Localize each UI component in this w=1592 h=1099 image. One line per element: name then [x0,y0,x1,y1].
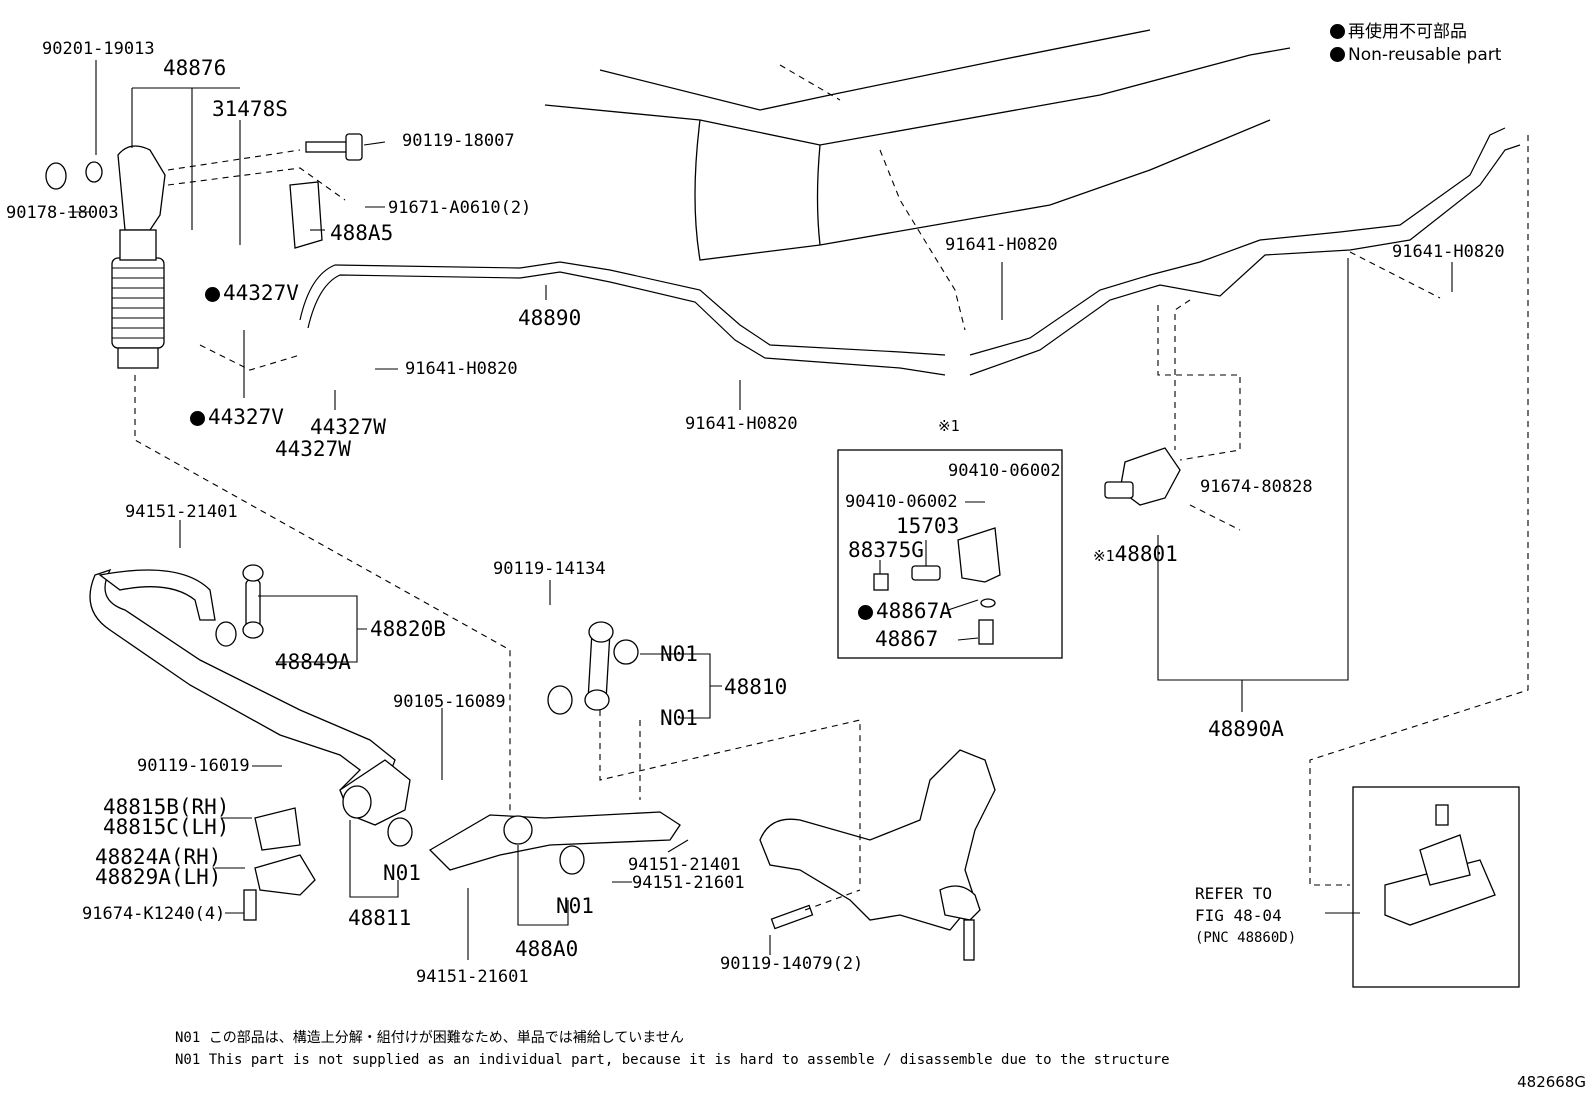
label-91641-H0820-b[interactable]: 91641-H0820 [685,414,798,434]
label-91674-K1240[interactable]: 91674-K1240(4) [82,904,226,924]
label-n01-b[interactable]: N01 [660,706,698,730]
non-reusable-icon [190,411,205,426]
refer-note: REFER TO FIG 48-04 (PNC 48860D) [1195,883,1296,949]
hydraulic-pipe-48890A [969,127,1521,376]
label-44327V-top[interactable]: 44327V [205,282,299,304]
label-91671-A0610[interactable]: 91671-A0610(2) [388,198,532,218]
bullet-icon [1330,47,1345,62]
label-text: 48801 [1114,542,1178,566]
label-48810[interactable]: 48810 [724,675,788,699]
label-48824A[interactable]: 48824A(RH) [95,845,222,869]
label-48867A[interactable]: 48867A [858,600,952,622]
label-text: 44327V [208,405,284,429]
non-reusable-icon [858,605,873,620]
label-48890[interactable]: 48890 [518,306,582,330]
label-15703[interactable]: 15703 [896,514,960,538]
valve-48801 [1104,447,1181,506]
label-90410-06002-b[interactable]: 90410-06002 [845,492,958,512]
footnote-jp: N01 この部品は、構造上分解・組付けが困難なため、単品では補給していません [175,1030,684,1046]
note-mark: ※1 [1093,547,1115,565]
label-n01-a[interactable]: N01 [660,642,698,666]
label-94151-21401-b[interactable]: 94151-21401 [628,855,741,875]
label-94151-21601-a[interactable]: 94151-21601 [632,873,745,893]
label-44327V-bottom[interactable]: 44327V [190,406,284,428]
label-48890A[interactable]: 48890A [1208,717,1284,741]
legend: 再使用不可部品 Non-reusable part [1330,22,1501,65]
valve-detail-box [837,449,1063,659]
label-48820B[interactable]: 48820B [370,617,446,641]
label-90119-14134[interactable]: 90119-14134 [493,559,606,579]
arm-488A0 [342,785,681,926]
label-48815B[interactable]: 48815B(RH) [103,795,230,819]
label-48811[interactable]: 48811 [348,906,412,930]
label-48829A[interactable]: 48829A(LH) [95,865,222,889]
refer-line3: (PNC 48860D) [1195,930,1297,946]
bushing-bracket [243,807,316,921]
label-90119-16019[interactable]: 90119-16019 [137,756,250,776]
refer-line2: FIG 48-04 [1195,906,1282,925]
label-48815C[interactable]: 48815C(LH) [103,815,230,839]
label-48867[interactable]: 48867 [875,627,939,651]
legend-en: Non-reusable part [1330,45,1501,65]
link-48820B [215,564,367,663]
pump-assembly [1384,804,1496,926]
vehicle-body-outline [544,29,1291,261]
label-94151-21401-a[interactable]: 94151-21401 [125,502,238,522]
bullet-icon [1330,24,1345,39]
hydraulic-pipe-48890 [299,261,946,376]
dashed-leaders [134,135,1529,911]
label-488A0[interactable]: 488A0 [515,937,579,961]
shock-absorber [45,87,240,369]
label-48849A[interactable]: 48849A [275,650,351,674]
label-44327W-2[interactable]: 44327W [275,437,351,461]
label-88375G[interactable]: 88375G [848,538,924,562]
label-n01-d[interactable]: N01 [556,894,594,918]
legend-jp: 再使用不可部品 [1330,22,1501,42]
label-text: 44327V [223,281,299,305]
label-48876[interactable]: 48876 [163,56,227,80]
label-91641-H0820-c[interactable]: 91641-H0820 [945,235,1058,255]
figure-code: 482668G [1517,1073,1586,1091]
label-90410-06002-a[interactable]: 90410-06002 [948,461,1061,481]
note-mark: ※1 [938,417,960,435]
label-n01-c[interactable]: N01 [383,861,421,885]
label-91641-H0820-a[interactable]: 91641-H0820 [405,359,518,379]
label-90105-16089[interactable]: 90105-16089 [393,692,506,712]
label-44327W-1[interactable]: 44327W [310,415,386,439]
legend-en-text: Non-reusable part [1348,45,1502,65]
legend-jp-text: 再使用不可部品 [1348,22,1467,42]
solid-leaders [68,60,1453,960]
footnote-en: N01 This part is not supplied as an indi… [175,1052,1170,1068]
non-reusable-icon [205,287,220,302]
label-31478S[interactable]: 31478S [212,97,288,121]
label-90119-14079[interactable]: 90119-14079(2) [720,954,864,974]
label-488A5[interactable]: 488A5 [330,221,394,245]
label-94151-21601-b[interactable]: 94151-21601 [416,967,529,987]
label-text: 48867A [876,599,952,623]
label-91674-80828[interactable]: 91674-80828 [1200,477,1313,497]
label-90119-18007[interactable]: 90119-18007 [402,131,515,151]
label-91641-H0820-d[interactable]: 91641-H0820 [1392,242,1505,262]
link-48810 [547,621,722,719]
label-90201-19013[interactable]: 90201-19013 [42,39,155,59]
lower-control-arm [759,749,996,961]
label-48801[interactable]: ※148801 [1093,543,1178,567]
refer-line1: REFER TO [1195,884,1273,903]
label-90178-18003[interactable]: 90178-18003 [6,203,119,223]
valve-body-15703 [873,527,1001,645]
bolt-90119-18007 [305,133,363,161]
bracket-488A5 [289,181,323,249]
